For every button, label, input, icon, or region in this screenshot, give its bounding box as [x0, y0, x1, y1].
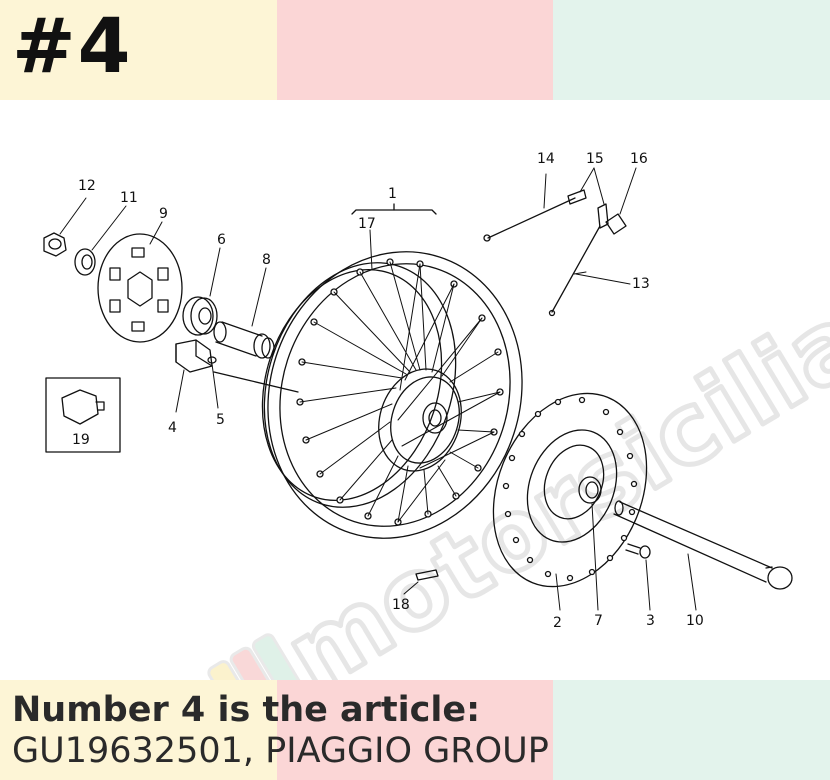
callout-8: 8 — [262, 252, 271, 268]
screw-5 — [207, 356, 217, 364]
screw-3 — [625, 543, 651, 559]
caption-band-yellow — [0, 680, 277, 780]
nut-12 — [43, 232, 67, 257]
spoke-13 — [548, 225, 601, 317]
band-green — [553, 0, 830, 100]
wheel-axle-10 — [613, 500, 793, 590]
callout-7: 7 — [594, 613, 603, 629]
caption-heading: Number 4 is the article: — [12, 690, 481, 730]
callout-12: 12 — [78, 178, 96, 194]
nipple-16 — [605, 213, 627, 235]
svg-text:motorsicilia: motorsicilia — [267, 282, 830, 680]
callout-2: 2 — [553, 615, 562, 631]
axle-line — [213, 371, 299, 393]
callout-3: 3 — [646, 613, 655, 629]
callout-6: 6 — [217, 232, 226, 248]
caption-band-pink — [276, 680, 554, 780]
spoked-wheel-1 — [261, 203, 523, 539]
brake-disc-2 — [492, 392, 648, 588]
spacer-7 — [578, 476, 602, 504]
callout-16: 16 — [630, 151, 648, 167]
part-number-title: #4 — [12, 1, 133, 90]
spacer-disc-9 — [97, 233, 183, 343]
nipple-15 — [597, 203, 609, 229]
callout-11: 11 — [120, 190, 138, 206]
callout-13: 13 — [632, 276, 650, 292]
callout-5: 5 — [216, 412, 225, 428]
callout-17: 17 — [358, 216, 376, 232]
callout-19: 19 — [72, 432, 90, 448]
caption-article-code: GU19632501, PIAGGIO GROUP — [12, 731, 549, 771]
sensor-4 — [175, 339, 213, 373]
callout-10: 10 — [686, 613, 704, 629]
label-tag-18 — [415, 569, 439, 581]
caption-color-band — [0, 680, 830, 780]
header-color-band — [0, 0, 830, 100]
bearing-6 — [182, 296, 218, 336]
callout-9: 9 — [159, 206, 168, 222]
exploded-wheel-diagram: motorsicilia — [43, 151, 830, 680]
band-pink — [276, 0, 554, 100]
spacer-tube-8 — [213, 321, 275, 359]
band-yellow — [0, 0, 277, 100]
callout-4: 4 — [168, 420, 177, 436]
leader-lines — [59, 167, 697, 611]
spoke-14 — [483, 189, 587, 242]
caption-band-green — [553, 680, 830, 780]
callout-14: 14 — [537, 151, 555, 167]
washer-11 — [74, 248, 96, 276]
watermark-logo: motorsicilia — [207, 280, 830, 680]
callout-15: 15 — [586, 151, 604, 167]
callout-1: 1 — [388, 186, 397, 202]
callout-18: 18 — [392, 597, 410, 613]
inset-part-19 — [45, 377, 121, 453]
